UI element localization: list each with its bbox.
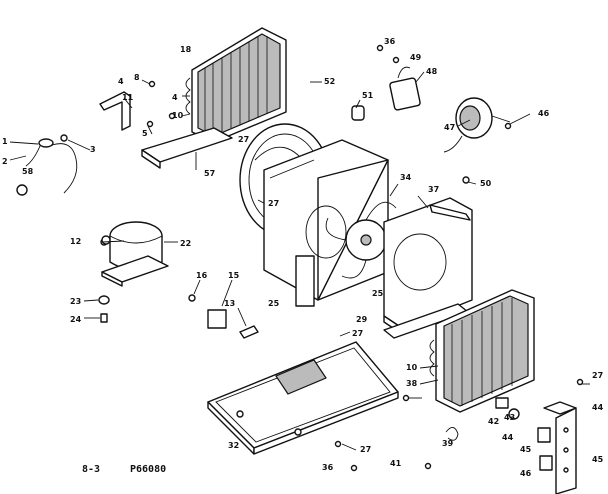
callout-2: 2 bbox=[2, 157, 8, 166]
callout-34: 38 bbox=[406, 379, 418, 388]
control-bracket-44 bbox=[543, 401, 577, 494]
callout-41: 44 bbox=[502, 433, 514, 442]
callout-8-top: 8 bbox=[134, 73, 140, 82]
callout-11-left: 11 bbox=[122, 93, 134, 102]
fan-motor-47 bbox=[443, 97, 511, 153]
callout-51: 51 bbox=[362, 91, 374, 100]
callout-15: 15 bbox=[228, 271, 240, 280]
condenser-coil bbox=[141, 27, 287, 169]
callout-38: 41 bbox=[390, 459, 402, 468]
switch-42 bbox=[537, 427, 551, 443]
thermostat-41 bbox=[508, 408, 520, 420]
callout-43: 46 bbox=[520, 469, 532, 478]
callout-25-a: 25 bbox=[372, 289, 384, 298]
callout-25-b: 25 bbox=[268, 299, 280, 308]
overload-switch-1 bbox=[16, 134, 78, 196]
callout-44: 44 bbox=[592, 403, 604, 412]
callout-16: 16 bbox=[196, 271, 208, 280]
callout-29: 29 bbox=[356, 315, 368, 324]
callout-39: 42 bbox=[488, 417, 499, 426]
callout-13: 13 bbox=[224, 299, 235, 308]
clip-37 bbox=[445, 427, 459, 441]
callout-48: 48 bbox=[426, 67, 438, 76]
callout-23: 23 bbox=[70, 297, 81, 306]
switch-43 bbox=[539, 455, 553, 471]
figure-caption: 8-3 P66080 bbox=[82, 464, 166, 475]
callout-30: 32 bbox=[228, 441, 239, 450]
callout-4-top: 4 bbox=[118, 77, 124, 86]
base-pan-30 bbox=[207, 341, 399, 455]
callout-52: 52 bbox=[324, 77, 335, 86]
callout-27-a: 27 bbox=[238, 135, 249, 144]
callout-12: 12 bbox=[70, 237, 81, 246]
callout-49: 49 bbox=[410, 53, 422, 62]
callout-50: 50 bbox=[480, 179, 492, 188]
callout-33: 37 bbox=[428, 185, 439, 194]
callout-45: 45 bbox=[592, 455, 604, 464]
callout-27-c: 27 bbox=[352, 329, 363, 338]
callout-5: 5 bbox=[142, 129, 148, 138]
callout-10-bottom: 10 bbox=[406, 363, 418, 372]
callout-27-e: 27 bbox=[592, 371, 603, 380]
partition-panel-33 bbox=[383, 197, 473, 335]
terminal-cover-15 bbox=[188, 294, 259, 339]
caption-code: P66080 bbox=[130, 464, 166, 475]
caption-page: 8-3 bbox=[82, 464, 100, 475]
callout-27-d: 27 bbox=[360, 445, 371, 454]
callout-40: 43 bbox=[504, 413, 515, 422]
callout-3: 3 bbox=[90, 145, 96, 154]
grommet-23 bbox=[98, 295, 110, 323]
callout-10-top: 10 bbox=[172, 111, 184, 120]
callout-18: 18 bbox=[180, 45, 192, 54]
callout-57: 57 bbox=[204, 169, 215, 178]
callout-42: 45 bbox=[520, 445, 532, 454]
callout-22: 22 bbox=[180, 239, 191, 248]
callout-36-bottom: 36 bbox=[322, 463, 334, 472]
callout-47: 47 bbox=[444, 123, 455, 132]
callout-46: 46 bbox=[538, 109, 550, 118]
evaporator-coil bbox=[429, 289, 535, 413]
bracket-40 bbox=[495, 397, 509, 409]
callout-27-b: 27 bbox=[268, 199, 279, 208]
callout-1: 1 bbox=[2, 137, 8, 146]
callout-36-top: 36 bbox=[384, 37, 396, 46]
callout-58: 58 bbox=[22, 167, 34, 176]
callout-37: 39 bbox=[442, 439, 454, 448]
capacitor-48 bbox=[389, 66, 421, 111]
terminal-51 bbox=[351, 105, 365, 121]
callout-4-mid: 4 bbox=[172, 93, 178, 102]
callout-24: 24 bbox=[70, 315, 82, 324]
bracket-4 bbox=[99, 91, 131, 131]
leader-lines bbox=[9, 71, 590, 451]
callout-32: 34 bbox=[400, 173, 412, 182]
callout-labels: 18 4 8 11 10 4 5 57 1 2 3 58 27 52 36 49… bbox=[2, 37, 604, 478]
compressor-22 bbox=[100, 221, 169, 287]
